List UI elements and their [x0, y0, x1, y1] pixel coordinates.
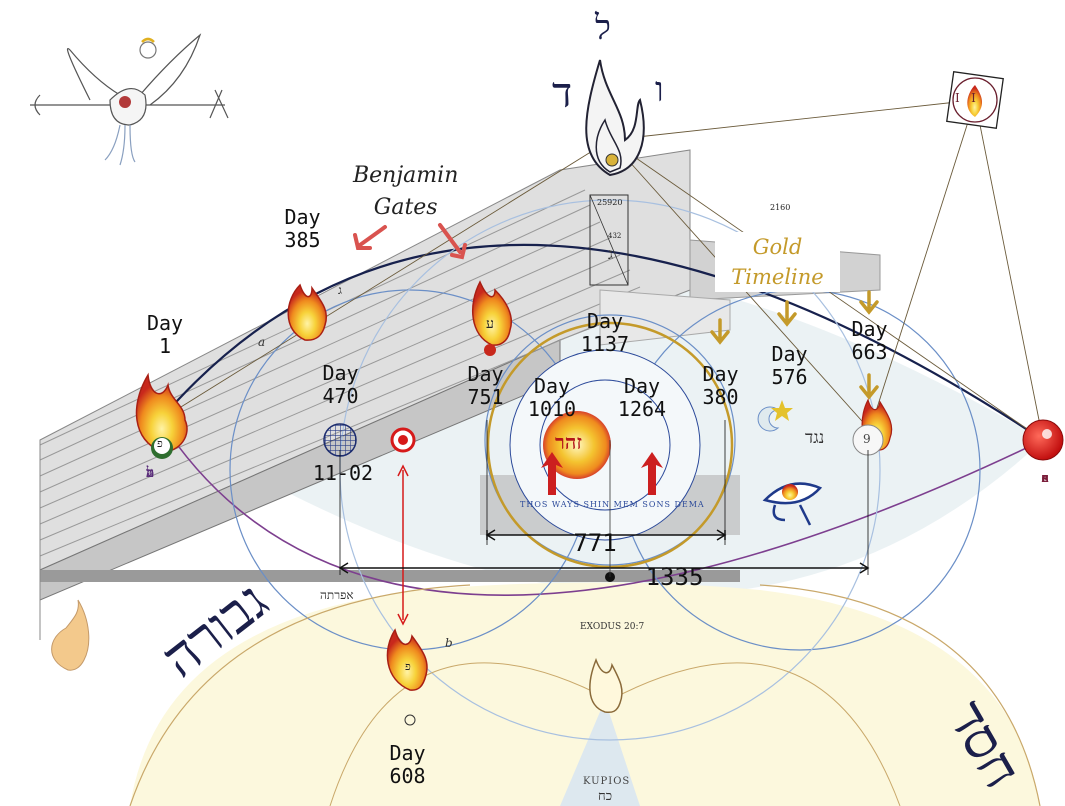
day-385-label: Day 385 — [284, 205, 321, 252]
hebrew-vertical-letter: ה — [145, 465, 155, 481]
hebrew-vertical-letter: מ — [145, 465, 155, 481]
day-576-label: Day 576 — [771, 342, 808, 389]
berachah-letter: A — [1041, 474, 1049, 485]
lower-blue-cone — [560, 700, 640, 806]
ring-text: THOS WAYS SHIN MEM SONS DEMA — [520, 500, 705, 509]
flame-day-608 — [386, 628, 428, 726]
flame-letter-4: ג — [338, 283, 342, 297]
iii-label: I I — [955, 91, 976, 105]
hebrew-vertical-letter: ב — [146, 465, 154, 481]
hebrew-vertical-letter: ע — [146, 465, 154, 481]
exodus-label: EXODUS 20:7 — [580, 622, 645, 632]
berachah-letter: A — [1041, 474, 1049, 485]
berachah-ball — [1022, 419, 1064, 461]
measurement-771 — [485, 420, 727, 545]
dove-image — [30, 33, 229, 166]
navy-arc — [159, 243, 1044, 441]
berachah-letter: H — [1041, 474, 1049, 485]
center-sun — [543, 411, 611, 479]
top-letter-1: ל — [595, 8, 611, 48]
mark-b: b — [445, 636, 453, 650]
hebrew-vertical-letter: ו — [148, 465, 152, 481]
hebrew-vertical-letter: ל — [146, 465, 154, 481]
hebrew-vertical-letter: ה — [145, 465, 155, 481]
target-icon — [390, 427, 416, 453]
top-letter-2: ד — [552, 68, 573, 117]
nine-label: 9 — [863, 432, 871, 446]
day-663-label: Day 663 — [851, 317, 888, 364]
flame-day-751 — [472, 280, 512, 356]
day-1264-label: Day 1264 — [617, 374, 667, 421]
date-11-02-label: 11-02 — [312, 461, 374, 485]
berachah-letter: H — [1041, 474, 1049, 485]
hebrew-vertical-letter: י — [148, 465, 152, 481]
iii-square — [946, 71, 1004, 129]
day-751-label: Day 751 — [467, 362, 504, 409]
red-up-arrow-right — [641, 452, 663, 495]
gold-timeline-label: Gold Timeline — [715, 232, 840, 292]
day-470-label: Day 470 — [322, 361, 359, 408]
top-dark-flame — [585, 59, 645, 177]
num-432-label: 432 — [608, 232, 622, 240]
benjamin-arrows — [353, 223, 467, 260]
red-up-arrow-left — [541, 452, 563, 495]
crescent-star-icon — [757, 400, 793, 432]
day-380-label: Day 380 — [702, 362, 739, 409]
day-608-label: Day 608 — [389, 741, 426, 788]
day-1137-label: Day 1137 — [580, 309, 630, 356]
measurement-1335 — [338, 450, 870, 575]
neged-label: נגד — [805, 428, 825, 448]
berachah-letter: R — [1041, 474, 1049, 485]
mark-a: a — [258, 335, 266, 349]
gold-arrows — [710, 290, 879, 400]
top-rectangle — [589, 194, 629, 286]
eye-of-horus-icon — [762, 482, 823, 526]
kurios-label: KUPIOS — [583, 776, 631, 787]
day-1-label: Day 1 — [146, 311, 184, 358]
zohar-label: זהר — [555, 430, 582, 454]
flame-letter-2: ע — [486, 316, 494, 332]
flame-letter-3: פ — [405, 660, 411, 673]
flame-bottom-center — [589, 657, 623, 714]
num-25920-label: 25920 — [597, 198, 623, 207]
flame-day-1 — [135, 372, 188, 459]
benjamin-gates-label: Benjamin Gates — [353, 163, 459, 220]
hebrew-vertical-letter: ע — [146, 465, 154, 481]
lower-yellow-arc — [130, 582, 1040, 806]
measure-1335-label: 1335 — [645, 563, 704, 591]
berachah-letter: C — [1041, 474, 1049, 485]
num-2160-label: 2160 — [770, 203, 791, 212]
koach-label: כח — [598, 789, 613, 804]
orange-drop-icon — [51, 599, 90, 671]
hebrew-vertical-letter: ל — [146, 465, 154, 481]
flame-letter-1: פ — [157, 437, 163, 450]
measure-771-label: 771 — [573, 529, 617, 557]
berachah-letter: E — [1041, 474, 1049, 485]
berachah-letter: B — [1041, 474, 1049, 485]
day-1010-label: Day 1010 — [527, 374, 577, 421]
mark-g: ג — [608, 245, 613, 263]
ephratah-label: אפרתה — [320, 588, 354, 602]
top-letter-3: ו — [655, 70, 664, 110]
flame-day-385 — [287, 283, 327, 341]
